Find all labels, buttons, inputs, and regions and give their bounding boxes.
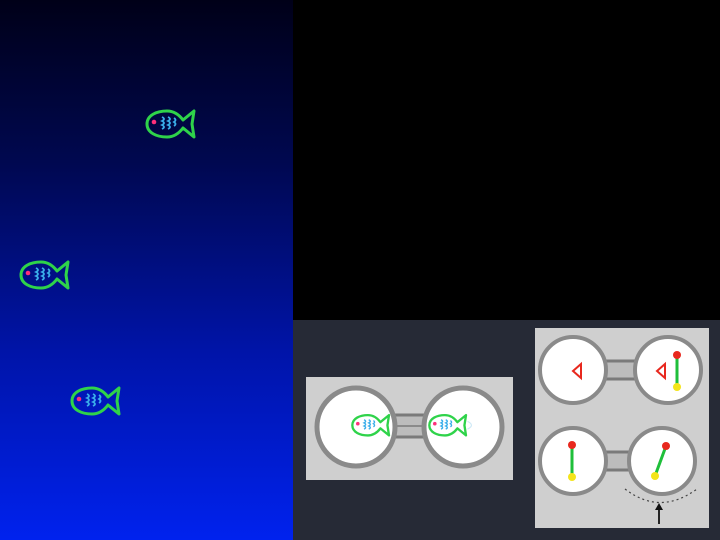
black-panel bbox=[293, 0, 720, 320]
triangle-arrow-icon bbox=[571, 361, 582, 381]
fish-body bbox=[70, 386, 121, 416]
rod-marker-icon bbox=[673, 351, 681, 391]
dish-fish-card bbox=[306, 377, 513, 480]
double-dish-icon bbox=[314, 385, 505, 469]
fish-icon bbox=[19, 260, 70, 290]
fish-icon bbox=[145, 109, 196, 139]
rod-marker-icon bbox=[568, 441, 576, 481]
rod-marker-icon bbox=[651, 442, 670, 480]
lower-double-dish bbox=[538, 426, 698, 524]
illustration-panel bbox=[293, 320, 720, 540]
dish-marker-card bbox=[535, 328, 709, 528]
triangle-arrow-icon bbox=[655, 361, 666, 381]
upper-double-dish bbox=[538, 335, 703, 405]
fish-icon bbox=[428, 413, 473, 437]
double-dish-pair-icon bbox=[538, 335, 703, 524]
fish-tank-panel bbox=[0, 0, 293, 540]
fish-body bbox=[145, 109, 196, 139]
fish-icon bbox=[70, 386, 121, 416]
up-arrow-icon bbox=[655, 503, 663, 524]
fish-icon bbox=[351, 413, 391, 437]
fish-body bbox=[19, 260, 70, 290]
